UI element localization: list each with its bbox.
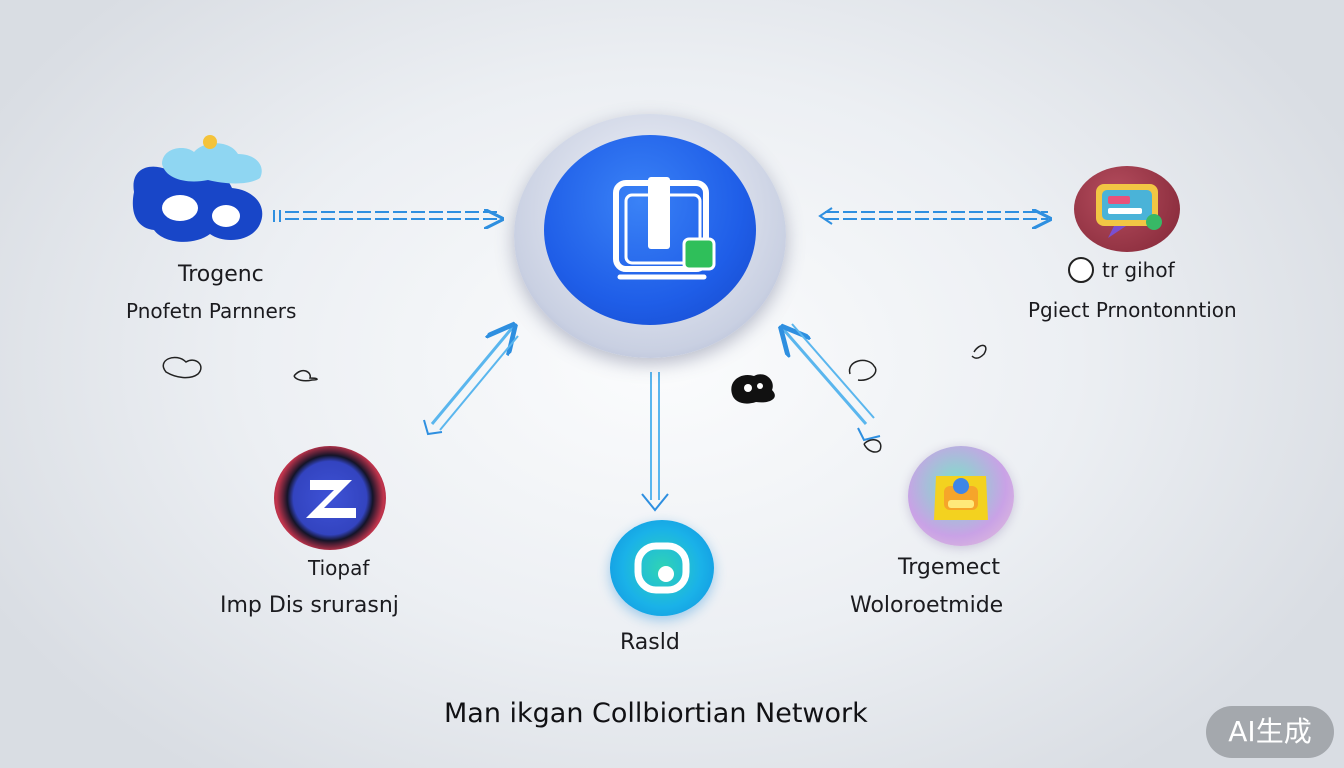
node-top-right-title: tr gihof <box>1102 258 1175 282</box>
node-bottom-left-title: Tiopaf <box>308 556 370 580</box>
dark-glyph-icon <box>731 374 775 404</box>
node-top-left-title: Trogenc <box>178 262 264 287</box>
node-bottom-right[interactable] <box>908 446 1014 546</box>
node-top-left[interactable] <box>128 132 274 252</box>
presentation-chat-icon <box>1096 184 1162 238</box>
node-top-right[interactable] <box>1074 166 1180 252</box>
node-bottom-center[interactable] <box>610 520 714 616</box>
decorative-doodles <box>162 344 987 453</box>
arrow-bottom-left-to-hub <box>423 328 518 436</box>
arrow-top-left-to-hub <box>273 210 500 222</box>
document-window-icon <box>613 177 716 280</box>
node-bottom-left[interactable] <box>274 446 386 550</box>
ai-generated-badge: AI生成 <box>1206 706 1334 758</box>
arrow-hub-to-top-right <box>818 207 1048 224</box>
arrow-bottom-right-to-hub <box>784 324 881 442</box>
node-bottom-center-title: Rasld <box>620 630 680 655</box>
node-top-left-subtitle: Pnofetn Parnners <box>126 299 297 323</box>
node-top-right-subtitle: Pgiect Prnontonntion <box>1028 298 1237 322</box>
node-bottom-right-title: Trgemect <box>898 555 1001 580</box>
arrow-hub-to-bottom-center <box>641 372 669 512</box>
letter-z-badge-icon <box>306 480 356 518</box>
blue-cloud-blob-icon <box>132 135 263 242</box>
diagram-title: Man ikgan Collbiortian Network <box>444 698 868 729</box>
teal-rounded-badge-icon <box>634 542 690 594</box>
node-bottom-right-subtitle: Wolorоetmide <box>850 593 1004 618</box>
node-bottom-left-subtitle: Imp Dis srurasnj <box>220 593 399 618</box>
radio-circle-icon[interactable] <box>1068 257 1094 283</box>
hub-core[interactable] <box>544 135 756 325</box>
yellow-shield-badge-icon <box>934 476 988 520</box>
